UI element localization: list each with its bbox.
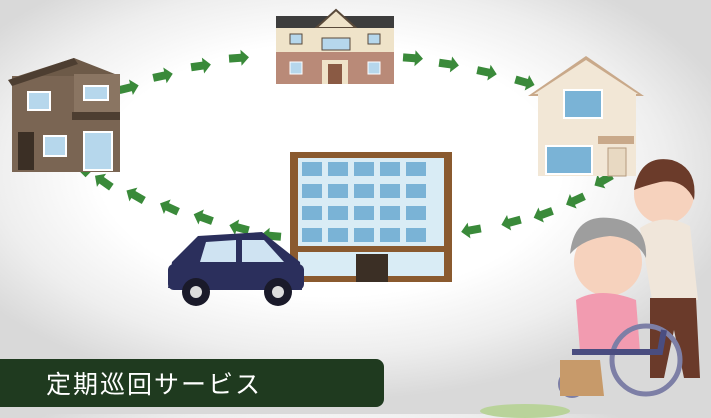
route-arrow-icon (126, 187, 146, 204)
route-arrow-icon (461, 222, 482, 239)
route-arrow-icon (438, 56, 459, 73)
route-arrow-icon (94, 173, 114, 191)
route-arrow-icon (476, 64, 497, 81)
caregiver-with-wheelchair-icon (558, 159, 700, 398)
route-arrow-icon (533, 207, 554, 223)
route-arrow-icon (160, 199, 180, 216)
route-arrow-icon (190, 57, 211, 74)
route-arrow-icon (566, 192, 586, 209)
apartment-building-icon (290, 152, 452, 282)
ground-decoration (480, 404, 570, 418)
route-arrow-icon (402, 50, 423, 67)
route-arrow-icon (514, 75, 535, 91)
route-arrow-icon (229, 219, 250, 235)
route-arrow-icon (228, 49, 249, 66)
car-icon (168, 232, 304, 306)
route-arrow-icon (118, 79, 139, 96)
service-title: 定期巡回サービス (46, 370, 263, 399)
service-title-banner: 定期巡回サービス (0, 359, 384, 407)
route-arrow-icon (193, 209, 214, 225)
route-arrow-icon (501, 215, 522, 231)
house-white-icon (528, 56, 644, 177)
route-arrow-icon (152, 67, 173, 84)
house-brown-icon (8, 58, 120, 172)
house-brick-icon (276, 8, 394, 84)
